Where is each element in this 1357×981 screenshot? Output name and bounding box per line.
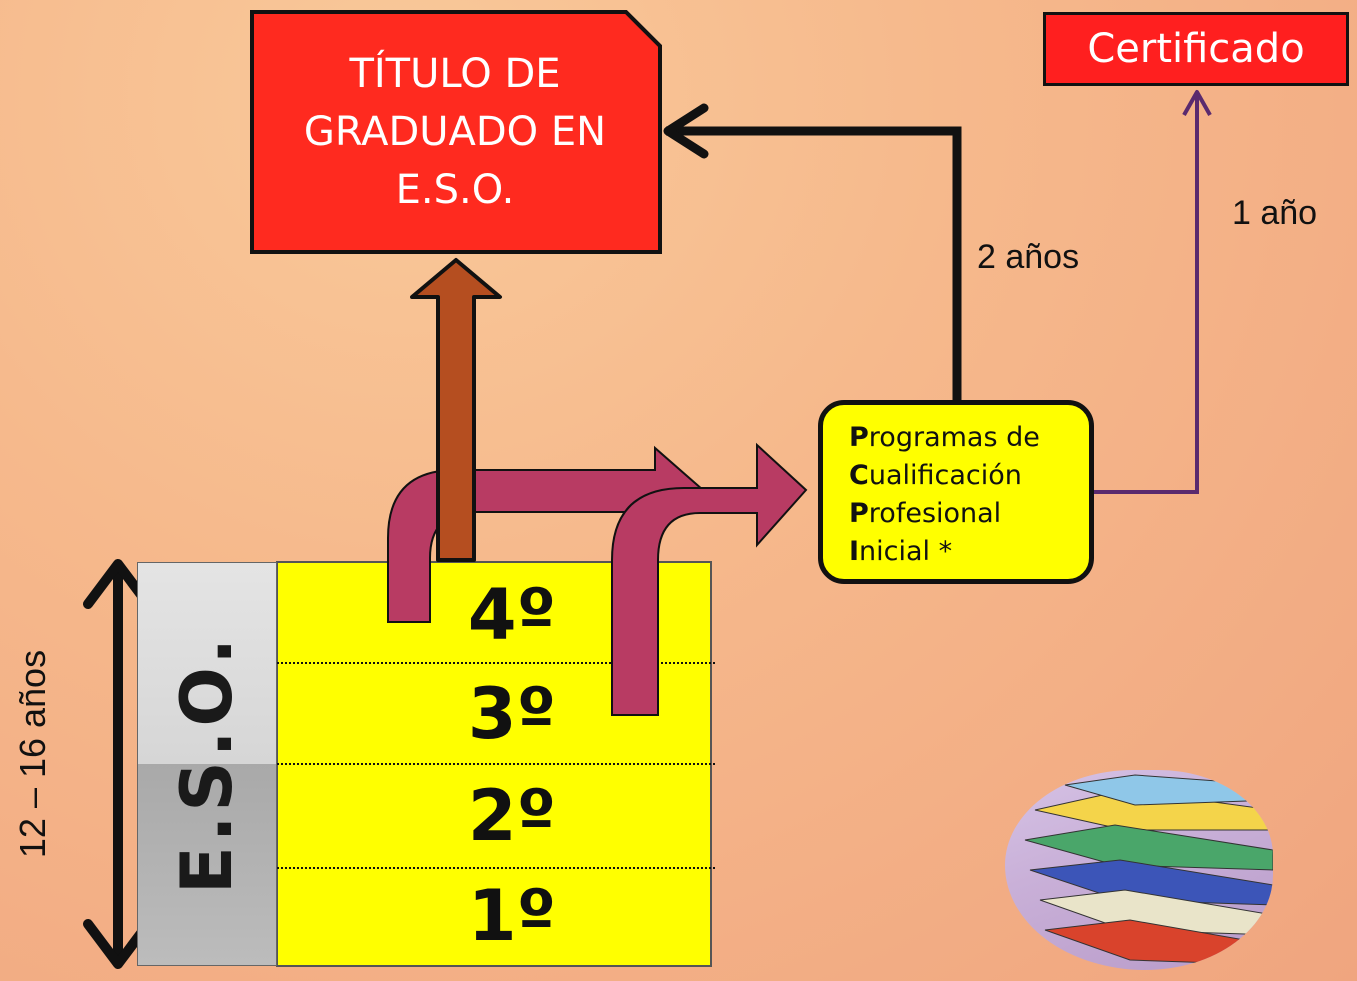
grade-3: 3º: [467, 673, 557, 755]
program-line: Cualificación: [849, 460, 1022, 491]
curved-arrow-from-3: [611, 442, 808, 716]
programs-box: Programas de Cualificación Profesional I…: [818, 400, 1094, 584]
one-year-label: 1 año: [1232, 194, 1318, 232]
program-line: Inicial *: [849, 536, 953, 567]
certificate-box: Certificado: [1043, 12, 1349, 86]
program-line: Profesional: [849, 498, 1002, 529]
two-year-path: [666, 126, 962, 402]
two-year-arrowhead: [663, 103, 709, 159]
title-box-shape: [250, 10, 662, 254]
grade-4: 4º: [467, 574, 557, 656]
eso-side-panel: [137, 562, 277, 966]
grade-1: 1º: [467, 875, 557, 957]
title-box: TÍTULO DE GRADUADO EN E.S.O.: [303, 51, 607, 213]
two-years-label: 2 años: [977, 238, 1080, 276]
up-arrow-to-title: [410, 258, 502, 562]
program-line: Programas de: [849, 422, 1040, 453]
age-range-label: 12 – 16 años: [12, 649, 53, 859]
pencils-icon: [1024, 774, 1273, 966]
eso-label: E.S.O.: [166, 634, 248, 894]
one-year-arrowhead: [1182, 90, 1212, 116]
one-year-path: [1093, 95, 1199, 494]
grade-2: 2º: [467, 775, 557, 857]
colored-pencils-image: [1005, 770, 1273, 970]
